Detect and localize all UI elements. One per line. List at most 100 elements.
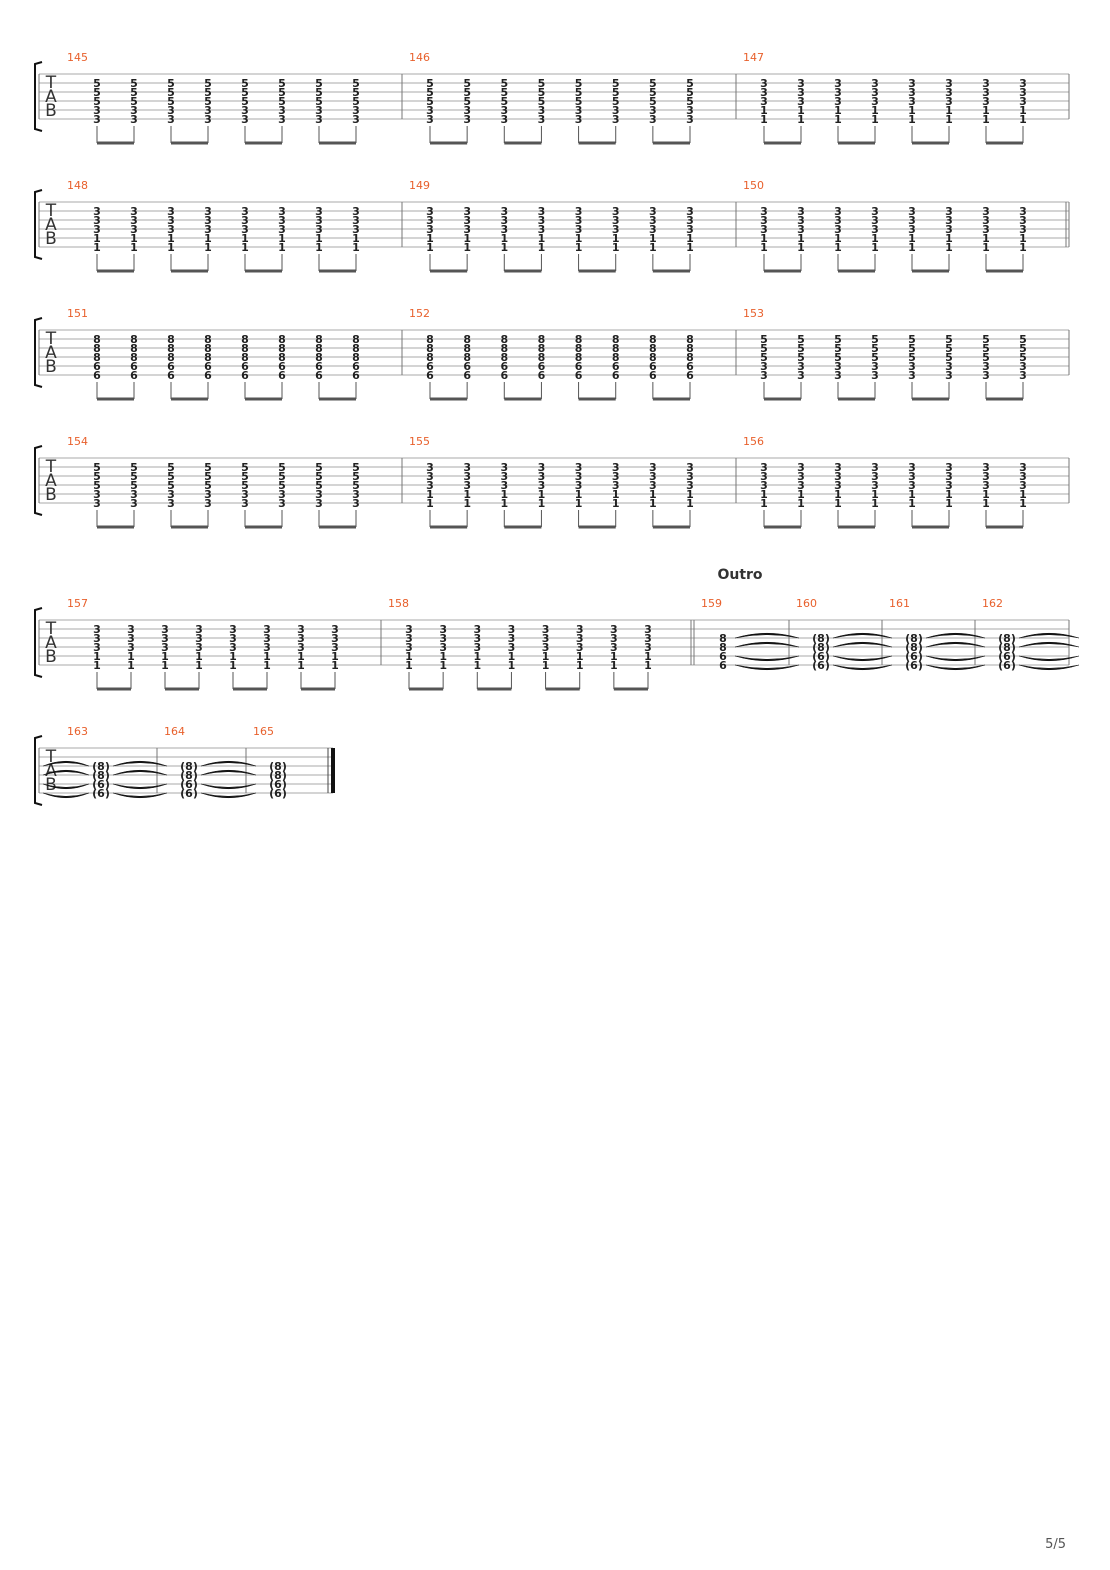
fret-number: 8 — [241, 333, 249, 346]
fret-number: 1 — [508, 650, 516, 663]
fret-number: 3 — [195, 632, 203, 645]
fret-number: 5 — [241, 95, 249, 108]
measure-number: 151 — [67, 307, 88, 320]
fret-number: 3 — [500, 470, 508, 483]
tab-system: TAB1518886688866888668886688866888668886… — [34, 307, 1070, 401]
fret-number: 3 — [686, 479, 694, 492]
fret-number: 1 — [130, 241, 138, 254]
fret-number: 3 — [1019, 86, 1027, 99]
fret-number: 3 — [315, 113, 323, 126]
fret-number: 3 — [508, 641, 516, 654]
measure: 161(8)(8)(6)(6) — [889, 597, 986, 672]
tab-clef-letter: A — [45, 633, 57, 653]
fret-number: 1 — [1019, 113, 1027, 126]
fret-number: 1 — [127, 659, 135, 672]
fret-number: 3 — [331, 641, 339, 654]
fret-number: 8 — [686, 351, 694, 364]
fret-number: 1 — [612, 488, 620, 501]
fret-number: 3 — [93, 632, 101, 645]
fret-number: 8 — [500, 342, 508, 355]
fret-number: 1 — [760, 113, 768, 126]
fret-number: 3 — [871, 86, 879, 99]
tie — [925, 632, 986, 639]
fret-number: 1 — [167, 232, 175, 245]
fret-number: 1 — [130, 232, 138, 245]
fret-number: 3 — [575, 470, 583, 483]
fret-number: 3 — [797, 86, 805, 99]
fret-number: 8 — [612, 333, 620, 346]
system-bracket — [34, 189, 43, 260]
tie — [1018, 632, 1080, 639]
fret-number: 3 — [167, 113, 175, 126]
fret-number: 8 — [719, 641, 727, 654]
tab-clef-letter: T — [45, 73, 57, 93]
fret-number: 3 — [644, 632, 652, 645]
fret-number: 3 — [167, 497, 175, 510]
fret-number: 3 — [538, 205, 546, 218]
fret-number: 1 — [945, 104, 953, 117]
fret-number: 3 — [278, 488, 286, 501]
tie — [200, 783, 257, 790]
fret-number: (6) — [92, 778, 110, 791]
tab-clef-letter: A — [45, 215, 57, 235]
fret-number: 3 — [278, 113, 286, 126]
fret-number: 3 — [508, 632, 516, 645]
fret-number: 3 — [760, 214, 768, 227]
fret-number: 8 — [500, 333, 508, 346]
fret-number: 3 — [871, 470, 879, 483]
fret-number: 3 — [426, 223, 434, 236]
fret-number: 3 — [982, 461, 990, 474]
fret-number: 3 — [797, 95, 805, 108]
fret-number: 1 — [500, 232, 508, 245]
fret-number: 3 — [167, 205, 175, 218]
fret-number: 1 — [538, 232, 546, 245]
fret-number: 1 — [241, 232, 249, 245]
fret-number: 3 — [834, 369, 842, 382]
fret-number: 1 — [1019, 232, 1027, 245]
fret-number: 3 — [241, 214, 249, 227]
fret-number: 3 — [315, 214, 323, 227]
fret-number: 1 — [610, 650, 618, 663]
tie — [42, 769, 90, 776]
measure-number: 147 — [743, 51, 764, 64]
fret-number: 1 — [649, 232, 657, 245]
measure: 165(8)(8)(6)(6) — [253, 725, 335, 800]
fret-number: 3 — [982, 205, 990, 218]
fret-number: 3 — [649, 205, 657, 218]
fret-number: 3 — [797, 479, 805, 492]
fret-number: 3 — [908, 95, 916, 108]
fret-number: 6 — [500, 360, 508, 373]
fret-number: 3 — [473, 632, 481, 645]
tab-clef-letter: A — [45, 343, 57, 363]
fret-number: 1 — [575, 232, 583, 245]
tie — [200, 792, 257, 799]
measure-number: 145 — [67, 51, 88, 64]
fret-number: 3 — [908, 205, 916, 218]
fret-number: 8 — [93, 351, 101, 364]
fret-number: 1 — [93, 241, 101, 254]
tab-clef-letter: T — [45, 747, 57, 767]
fret-number: 3 — [945, 86, 953, 99]
fret-number: 6 — [649, 369, 657, 382]
fret-number: 3 — [575, 214, 583, 227]
fret-number: 3 — [297, 623, 305, 636]
tie — [734, 655, 800, 661]
fret-number: 8 — [649, 351, 657, 364]
fret-number: 3 — [93, 113, 101, 126]
fret-number: 3 — [439, 623, 447, 636]
fret-number: 8 — [686, 333, 694, 346]
fret-number: 5 — [241, 461, 249, 474]
fret-number: 5 — [538, 86, 546, 99]
fret-number: 3 — [130, 488, 138, 501]
measure-number: 149 — [409, 179, 430, 192]
fret-number: 6 — [575, 360, 583, 373]
fret-number: 3 — [93, 214, 101, 227]
fret-number: 3 — [871, 369, 879, 382]
fret-number: 1 — [439, 659, 447, 672]
fret-number: 1 — [473, 659, 481, 672]
fret-number: 8 — [352, 351, 360, 364]
fret-number: 1 — [649, 497, 657, 510]
fret-number: 3 — [130, 214, 138, 227]
measure-number: 155 — [409, 435, 430, 448]
fret-number: 3 — [161, 623, 169, 636]
